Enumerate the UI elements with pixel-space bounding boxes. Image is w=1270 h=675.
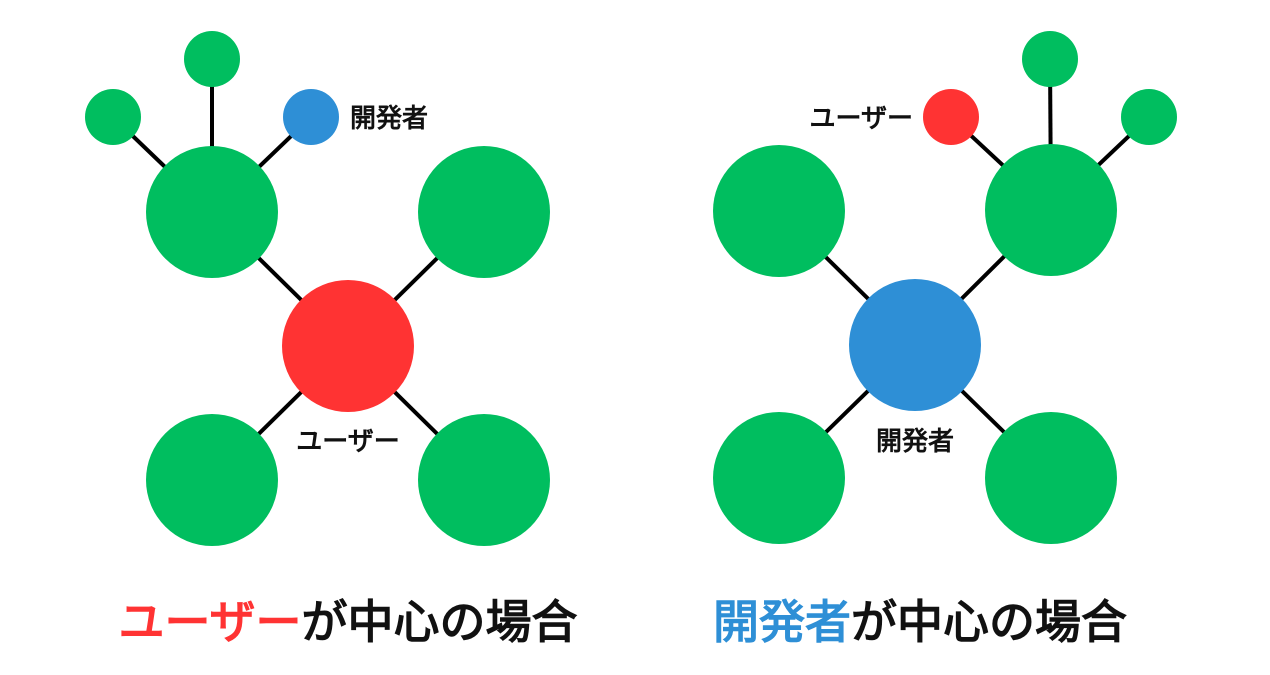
node-green (418, 146, 550, 278)
node-small-green (1121, 89, 1177, 145)
node-green (146, 414, 278, 546)
node-green (713, 145, 845, 277)
left-caption: ユーザーが中心の場合 (118, 595, 577, 649)
node-small-green (85, 89, 141, 145)
user-leaf-label: ユーザー (810, 104, 913, 134)
node-user-center (282, 280, 414, 412)
developer-leaf-label: 開発者 (350, 104, 428, 134)
node-green (713, 412, 845, 544)
node-developer-center (849, 279, 981, 411)
node-developer-leaf (283, 89, 339, 145)
left-diagram: 開発者 ユーザー ユーザーが中心の場合 (85, 31, 578, 649)
caption-rest: が中心の場合 (302, 595, 578, 649)
node-green (146, 146, 278, 278)
right-caption: 開発者が中心の場合 (713, 595, 1127, 649)
developer-center-label: 開発者 (876, 427, 954, 457)
node-user-leaf (923, 89, 979, 145)
right-diagram: ユーザー 開発者 開発者が中心の場合 (713, 31, 1177, 649)
node-green (985, 144, 1117, 276)
caption-highlight: ユーザー (118, 595, 301, 649)
caption-rest: が中心の場合 (851, 595, 1127, 649)
node-green (418, 414, 550, 546)
node-small-green (1022, 31, 1078, 87)
caption-highlight: 開発者 (713, 595, 851, 649)
user-center-label: ユーザー (296, 427, 399, 457)
node-green (985, 412, 1117, 544)
node-small-green (184, 31, 240, 87)
